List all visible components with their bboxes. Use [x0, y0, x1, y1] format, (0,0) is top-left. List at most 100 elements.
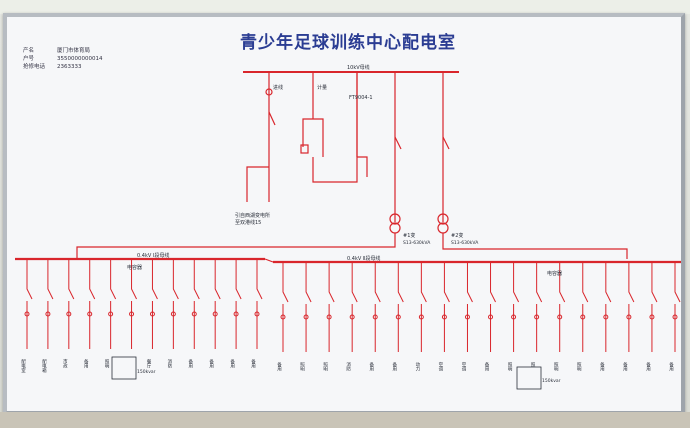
capacitor-rating: 150kvar: [542, 378, 561, 384]
left-drop-line: [47, 259, 54, 349]
left-ct-symbol: [254, 311, 260, 317]
right-ct-symbol: [626, 314, 632, 320]
left-drop-line: [235, 259, 242, 349]
tr1-spec: S13-630kVA: [403, 240, 431, 246]
info-row: 产名 厦门市体育局: [23, 47, 103, 55]
right-feeder-label: 备用: [484, 361, 489, 373]
right-ct-symbol: [349, 314, 355, 320]
info-row: 抢修电话 2363333: [23, 63, 103, 71]
right-ct-symbol: [534, 314, 540, 320]
capacitor-label: 电容器: [127, 264, 142, 271]
incoming-label: 进线: [273, 84, 283, 91]
single-line-diagram: 配电室配电箱市政备用照明厕所餐厅消防备用备用备用备用 备用照明照明消防备用备用动…: [15, 64, 681, 390]
right-drop-line: [397, 262, 404, 352]
right-drop-line: [536, 262, 543, 352]
feeder-note: 引自西湖变电所: [235, 212, 270, 219]
left-bus-label: 0.4kV Ⅰ段母线: [137, 252, 169, 259]
hv-bus-label: 10kV母线: [347, 64, 370, 71]
right-ct-symbol: [464, 314, 470, 320]
capacitor-rating: 150kvar: [137, 369, 156, 375]
left-ct-symbol: [45, 311, 51, 317]
right-drop-line: [282, 262, 289, 352]
right-drop-line: [443, 262, 450, 352]
transformer-coil: [437, 213, 449, 225]
info-key: 抢修电话: [23, 64, 46, 70]
right-ct-symbol: [372, 314, 378, 320]
info-value: 2363333: [57, 64, 82, 70]
left-drop-line: [68, 259, 75, 349]
left-ct-symbol: [170, 311, 176, 317]
left-drop-line: [256, 259, 263, 349]
left-ct-symbol: [66, 311, 72, 317]
right-feeder-label: 备用: [392, 361, 397, 373]
right-feeder-label: 备用: [622, 361, 627, 373]
left-drop-line: [110, 259, 117, 349]
capacitor-box: [111, 356, 137, 380]
info-key: 产名: [23, 48, 35, 54]
info-value: 厦门市体育局: [57, 48, 91, 54]
right-drop-line: [420, 262, 427, 352]
left-ct-symbol: [191, 311, 197, 317]
left-drop-line: [131, 259, 137, 349]
left-feeder-label: 备用: [230, 358, 235, 370]
left-drop-line: [151, 259, 158, 349]
right-ct-symbol: [418, 314, 424, 320]
feeder-note-2: 至双港线15: [235, 219, 261, 226]
info-key: 户号: [23, 56, 35, 62]
right-bus-label: 0.4kV Ⅱ段母线: [347, 255, 380, 262]
left-drop-line: [214, 259, 221, 349]
left-feeder-label: 备用: [83, 358, 88, 370]
left-ct-symbol: [233, 311, 239, 317]
left-ct-symbol: [212, 311, 218, 317]
right-ct-symbol: [395, 314, 401, 320]
right-feeder-label: 消防: [346, 361, 351, 373]
ct-symbol: [300, 144, 309, 154]
right-feeder-label: 空调: [438, 361, 443, 373]
wall-bottom: [0, 412, 690, 428]
info-value: 3550000000014: [57, 56, 103, 62]
left-feeder-label: 照明: [104, 359, 109, 370]
left-ct-symbol: [87, 311, 93, 317]
page-title: 青少年足球训练中心配电室: [240, 33, 456, 53]
right-feeder-label: 照明: [553, 362, 558, 373]
left-feeder-label: 备用: [188, 358, 193, 370]
left-ct-symbol: [149, 311, 155, 317]
bus-tie: [264, 258, 274, 263]
right-drop-line: [466, 262, 473, 352]
wall-top: [0, 0, 690, 14]
capacitor-label: 电容器: [547, 270, 562, 277]
right-feeder-label: 照明: [576, 362, 581, 373]
left-drop-line: [172, 259, 179, 349]
right-feeder-label: 动力: [415, 361, 420, 373]
left-feeder-label: 备用: [209, 358, 214, 370]
left-feeder-label: 备用: [251, 358, 256, 370]
right-ct-symbol: [649, 314, 655, 320]
pt-label: FT9004-1: [349, 95, 373, 101]
incoming-feeder-line: [246, 72, 270, 202]
right-drop-line: [628, 262, 635, 352]
right-ct-symbol: [488, 314, 494, 320]
right-feeder-label: 备用: [669, 361, 674, 373]
left-feeder-label: 餐厅: [146, 358, 151, 369]
right-ct-symbol: [441, 314, 447, 320]
right-feeder-label: 照明: [507, 362, 512, 373]
switch-symbol: [442, 136, 450, 150]
right-drop-line: [605, 262, 612, 352]
right-feeder-label: 空调: [461, 361, 466, 373]
right-ct-symbol: [303, 314, 309, 320]
left-drop-line: [89, 259, 96, 349]
info-row: 户号 3550000000014: [23, 55, 103, 63]
tr1-name: #1变: [403, 232, 415, 239]
right-ct-symbol: [603, 314, 609, 320]
left-feeder-drops: 配电室配电箱市政备用照明厕所餐厅消防备用备用备用备用: [21, 259, 263, 374]
right-feeder-label: 照明: [300, 362, 305, 373]
right-drop-line: [559, 262, 566, 352]
left-feeder-label: 市政: [62, 358, 67, 370]
right-drop-line: [374, 262, 381, 352]
capacitor-box: [516, 366, 542, 390]
breaker-symbol: [265, 88, 273, 96]
right-feeder-label: 备用: [277, 361, 282, 373]
left-ct-symbol: [129, 311, 135, 317]
left-feeder-label: 配电箱: [41, 359, 46, 374]
diagram-board: 青少年足球训练中心配电室 产名 厦门市体育局 户号 3550000000014 …: [3, 13, 685, 415]
